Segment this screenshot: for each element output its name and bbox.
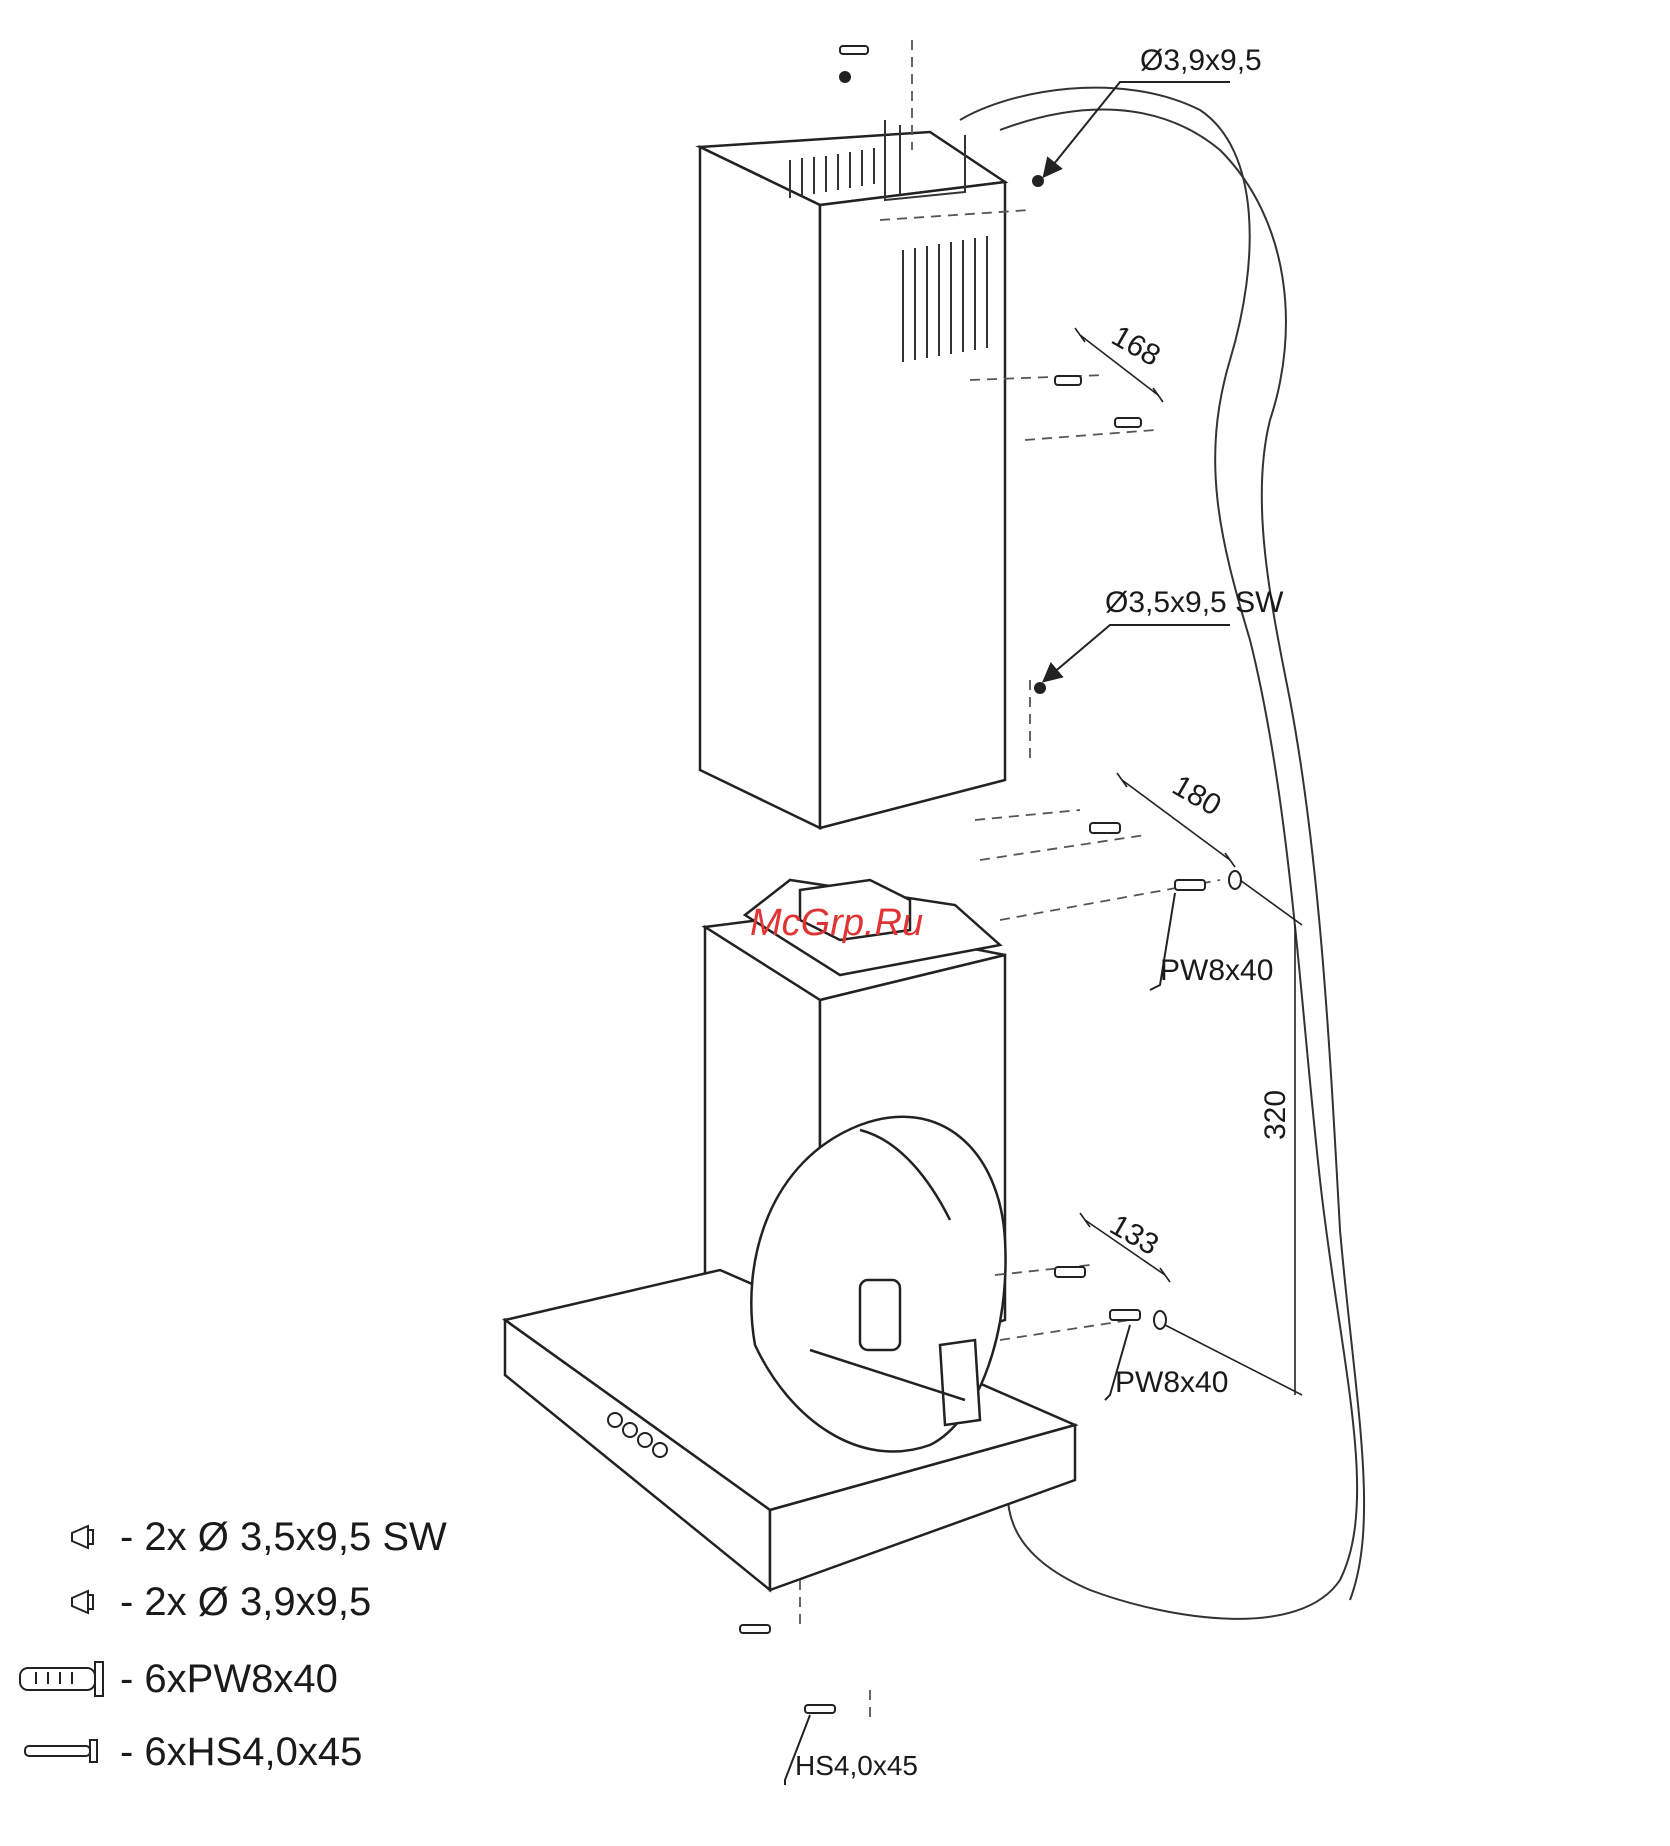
small-screw-icon	[72, 1526, 93, 1548]
watermark-text: McGrp.Ru	[750, 902, 923, 944]
label-dowel-upper: PW8x40	[1160, 954, 1273, 987]
label-screw-mid: Ø3,5x9,5 SW	[1105, 586, 1284, 619]
legend-item: - 2x Ø 3,5x9,5 SW	[72, 1515, 447, 1559]
dimension-133: 133	[1104, 1208, 1164, 1262]
long-screw-icon	[25, 1740, 97, 1762]
dimension-180: 180	[1167, 769, 1227, 823]
legend-text: - 2x Ø 3,9x9,5	[120, 1580, 371, 1624]
label-screw-bottom: HS4,0x45	[795, 1750, 918, 1781]
legend-text: - 6xHS4,0x45	[120, 1730, 362, 1774]
label-dowel-lower: PW8x40	[1115, 1366, 1228, 1399]
small-screw-icon	[72, 1591, 93, 1613]
label-screw-top: Ø3,9x9,5	[1140, 44, 1262, 77]
legend-item: - 6xPW8x40	[20, 1657, 338, 1701]
legend: - 2x Ø 3,5x9,5 SW - 2x Ø 3,9x9,5 - 6xPW8…	[20, 1515, 447, 1774]
legend-text: - 6xPW8x40	[120, 1657, 338, 1701]
legend-item: - 6xHS4,0x45	[25, 1730, 362, 1774]
dimension-320: 320	[1259, 1090, 1292, 1140]
legend-text: - 2x Ø 3,5x9,5 SW	[120, 1515, 447, 1559]
legend-item: - 2x Ø 3,9x9,5	[72, 1580, 371, 1624]
wall-plug-icon	[20, 1662, 103, 1696]
upper-chimney-cover	[700, 132, 1005, 828]
dimension-168: 168	[1106, 319, 1166, 373]
